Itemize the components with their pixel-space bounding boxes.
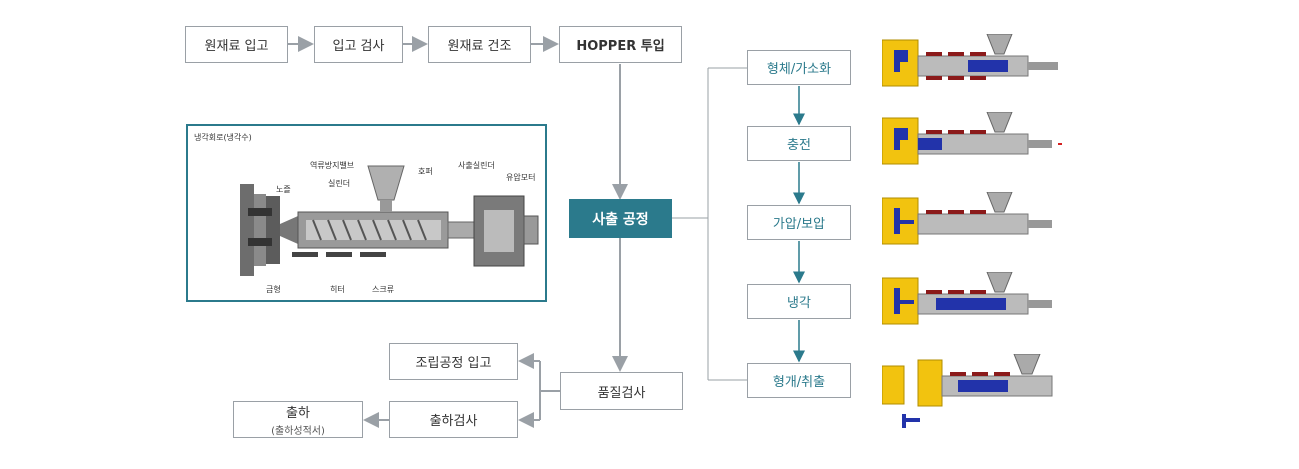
step-pressure-hold-label: 가압/보압 bbox=[772, 217, 826, 232]
label-injection-cylinder: 사출실린더 bbox=[458, 161, 495, 170]
shipping-check-label: 출하검사 bbox=[429, 414, 478, 429]
step-pressure-hold: 가압/보압 bbox=[747, 205, 851, 240]
machine-step-2-illustration bbox=[882, 112, 1062, 165]
injection-process-label: 사출 공정 bbox=[592, 211, 649, 228]
step-clamp-plasticize: 형체/가소화 bbox=[747, 50, 851, 85]
machine-step-5-illustration bbox=[882, 354, 1053, 428]
label-hopper: 호퍼 bbox=[418, 167, 433, 176]
label-cooling-circuit: 냉각회로(냉각수) bbox=[194, 133, 252, 142]
label-screw: 스크류 bbox=[372, 285, 395, 294]
injection-machine-illustration bbox=[240, 165, 539, 276]
injection-machine-diagram: 냉각회로(냉각수) 역류방지밸브 노즐 실린더 호퍼 사출실린더 유압모터 금형… bbox=[186, 124, 547, 302]
step-open-eject-label: 형개/취출 bbox=[772, 375, 826, 390]
shipping-box: 출하 (출하성적서) bbox=[233, 401, 363, 438]
raw-material-drying-label: 원재료 건조 bbox=[447, 39, 512, 54]
hopper-input-box: HOPPER 투입 bbox=[559, 26, 682, 63]
raw-material-drying-box: 원재료 건조 bbox=[428, 26, 531, 63]
assembly-in-label: 조립공정 입고 bbox=[415, 356, 492, 371]
shipping-label: 출하 bbox=[286, 406, 310, 421]
label-heater: 히터 bbox=[330, 285, 345, 294]
quality-check-label: 품질검사 bbox=[597, 385, 646, 401]
shipping-check-box: 출하검사 bbox=[389, 401, 518, 438]
assembly-in-box: 조립공정 입고 bbox=[389, 343, 518, 380]
machine-step-4-illustration bbox=[882, 272, 1052, 325]
step-filling: 충전 bbox=[747, 126, 851, 161]
machine-step-1-illustration bbox=[882, 34, 1058, 87]
step-cooling: 냉각 bbox=[747, 284, 851, 319]
label-check-valve: 역류방지밸브 bbox=[310, 161, 355, 170]
raw-material-in-label: 원재료 입고 bbox=[204, 39, 269, 54]
step-clamp-plasticize-label: 형체/가소화 bbox=[766, 62, 832, 77]
label-cylinder: 실린더 bbox=[328, 179, 351, 188]
raw-material-in-box: 원재료 입고 bbox=[185, 26, 288, 63]
label-mold: 금형 bbox=[266, 285, 281, 294]
step-open-eject: 형개/취출 bbox=[747, 363, 851, 398]
incoming-inspection-label: 입고 검사 bbox=[332, 39, 385, 54]
quality-check-box: 품질검사 bbox=[560, 372, 683, 410]
hopper-input-label: HOPPER 투입 bbox=[576, 39, 665, 54]
label-hydraulic-motor: 유압모터 bbox=[506, 173, 536, 182]
label-nozzle: 노즐 bbox=[276, 185, 291, 194]
injection-process-box: 사출 공정 bbox=[569, 199, 672, 238]
shipping-sub-label: (출하성적서) bbox=[271, 426, 325, 437]
incoming-inspection-box: 입고 검사 bbox=[314, 26, 403, 63]
step-filling-label: 충전 bbox=[787, 138, 811, 153]
machine-step-3-illustration bbox=[882, 192, 1052, 245]
step-cooling-label: 냉각 bbox=[787, 296, 811, 311]
